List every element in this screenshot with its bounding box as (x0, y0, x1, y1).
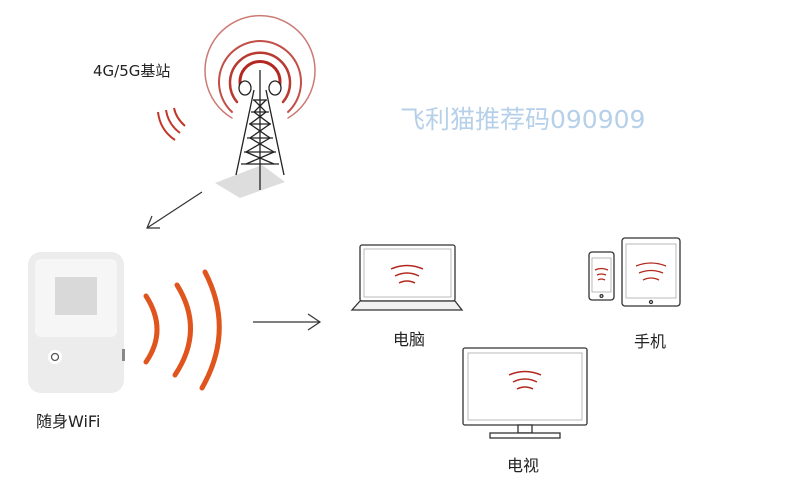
arrow-tower-to-wifi (146, 191, 203, 229)
tv-label: 电视 (507, 456, 540, 475)
mobile-wifi-icon (594, 262, 667, 281)
tower-wave-icon (157, 107, 186, 141)
arrow-wifi-to-devices (253, 313, 322, 331)
wifi-signal-icon (143, 269, 222, 391)
computer-label: 电脑 (393, 330, 426, 349)
phone-icon (588, 251, 615, 301)
tower-shadow (215, 165, 285, 198)
portable-wifi-device (28, 252, 125, 393)
watermark: 飞利猫推荐码090909 (400, 105, 646, 134)
tablet-icon (621, 237, 681, 307)
base-station-label: 4G/5G基站 (93, 62, 171, 80)
cell-tower-icon (235, 70, 285, 190)
tower-signal-icon (204, 14, 316, 119)
laptop-icon (350, 244, 464, 311)
tv-wifi-icon (508, 370, 542, 390)
phone-label: 手机 (634, 332, 667, 351)
tv-icon (462, 347, 588, 439)
portable-wifi-label: 随身WiFi (36, 412, 101, 431)
laptop-wifi-icon (390, 264, 424, 284)
